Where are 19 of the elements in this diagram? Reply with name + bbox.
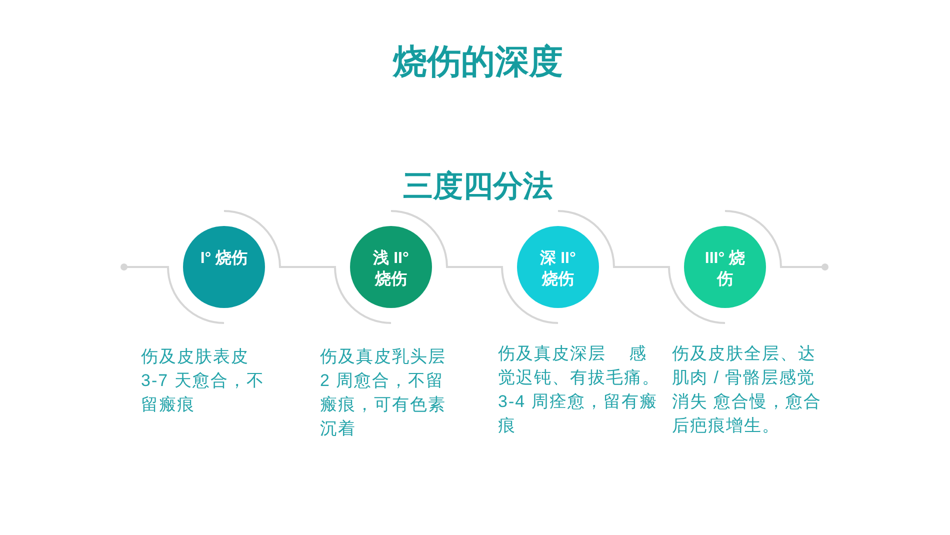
connector-line: [390, 210, 558, 324]
description-text: 伤及皮肤全层、达肌肉 / 骨骼层感觉消失 愈合慢，愈合后疤痕增生。: [672, 343, 823, 437]
level-label: I° 烧伤: [200, 248, 248, 269]
description-text: 伤及皮肤表皮3-7 天愈合，不留瘢痕: [141, 346, 266, 416]
level-label: 浅 II° 烧伤: [372, 248, 410, 290]
level-circle: [183, 226, 265, 308]
connector-line: [724, 210, 828, 270]
level-label: III° 烧伤: [704, 248, 746, 290]
connector-line: [120, 264, 224, 324]
description-text: 伤及真皮深层 感觉迟钝、有拔毛痛。3-4 周痊愈，留有瘢痕: [498, 343, 661, 437]
level-circle: [350, 226, 432, 308]
diagram-title: 烧伤的深度: [393, 42, 563, 83]
section-heading: 三度四分法: [403, 169, 553, 205]
description-text: 伤及真皮乳头层 2 周愈合，不留瘢痕，可有色素沉着: [320, 346, 447, 440]
connector-line: [224, 210, 392, 324]
connector-line: [558, 210, 726, 324]
level-label: 深 II° 烧伤: [539, 248, 577, 290]
level-circle: [684, 226, 766, 308]
level-circle: [517, 226, 599, 308]
